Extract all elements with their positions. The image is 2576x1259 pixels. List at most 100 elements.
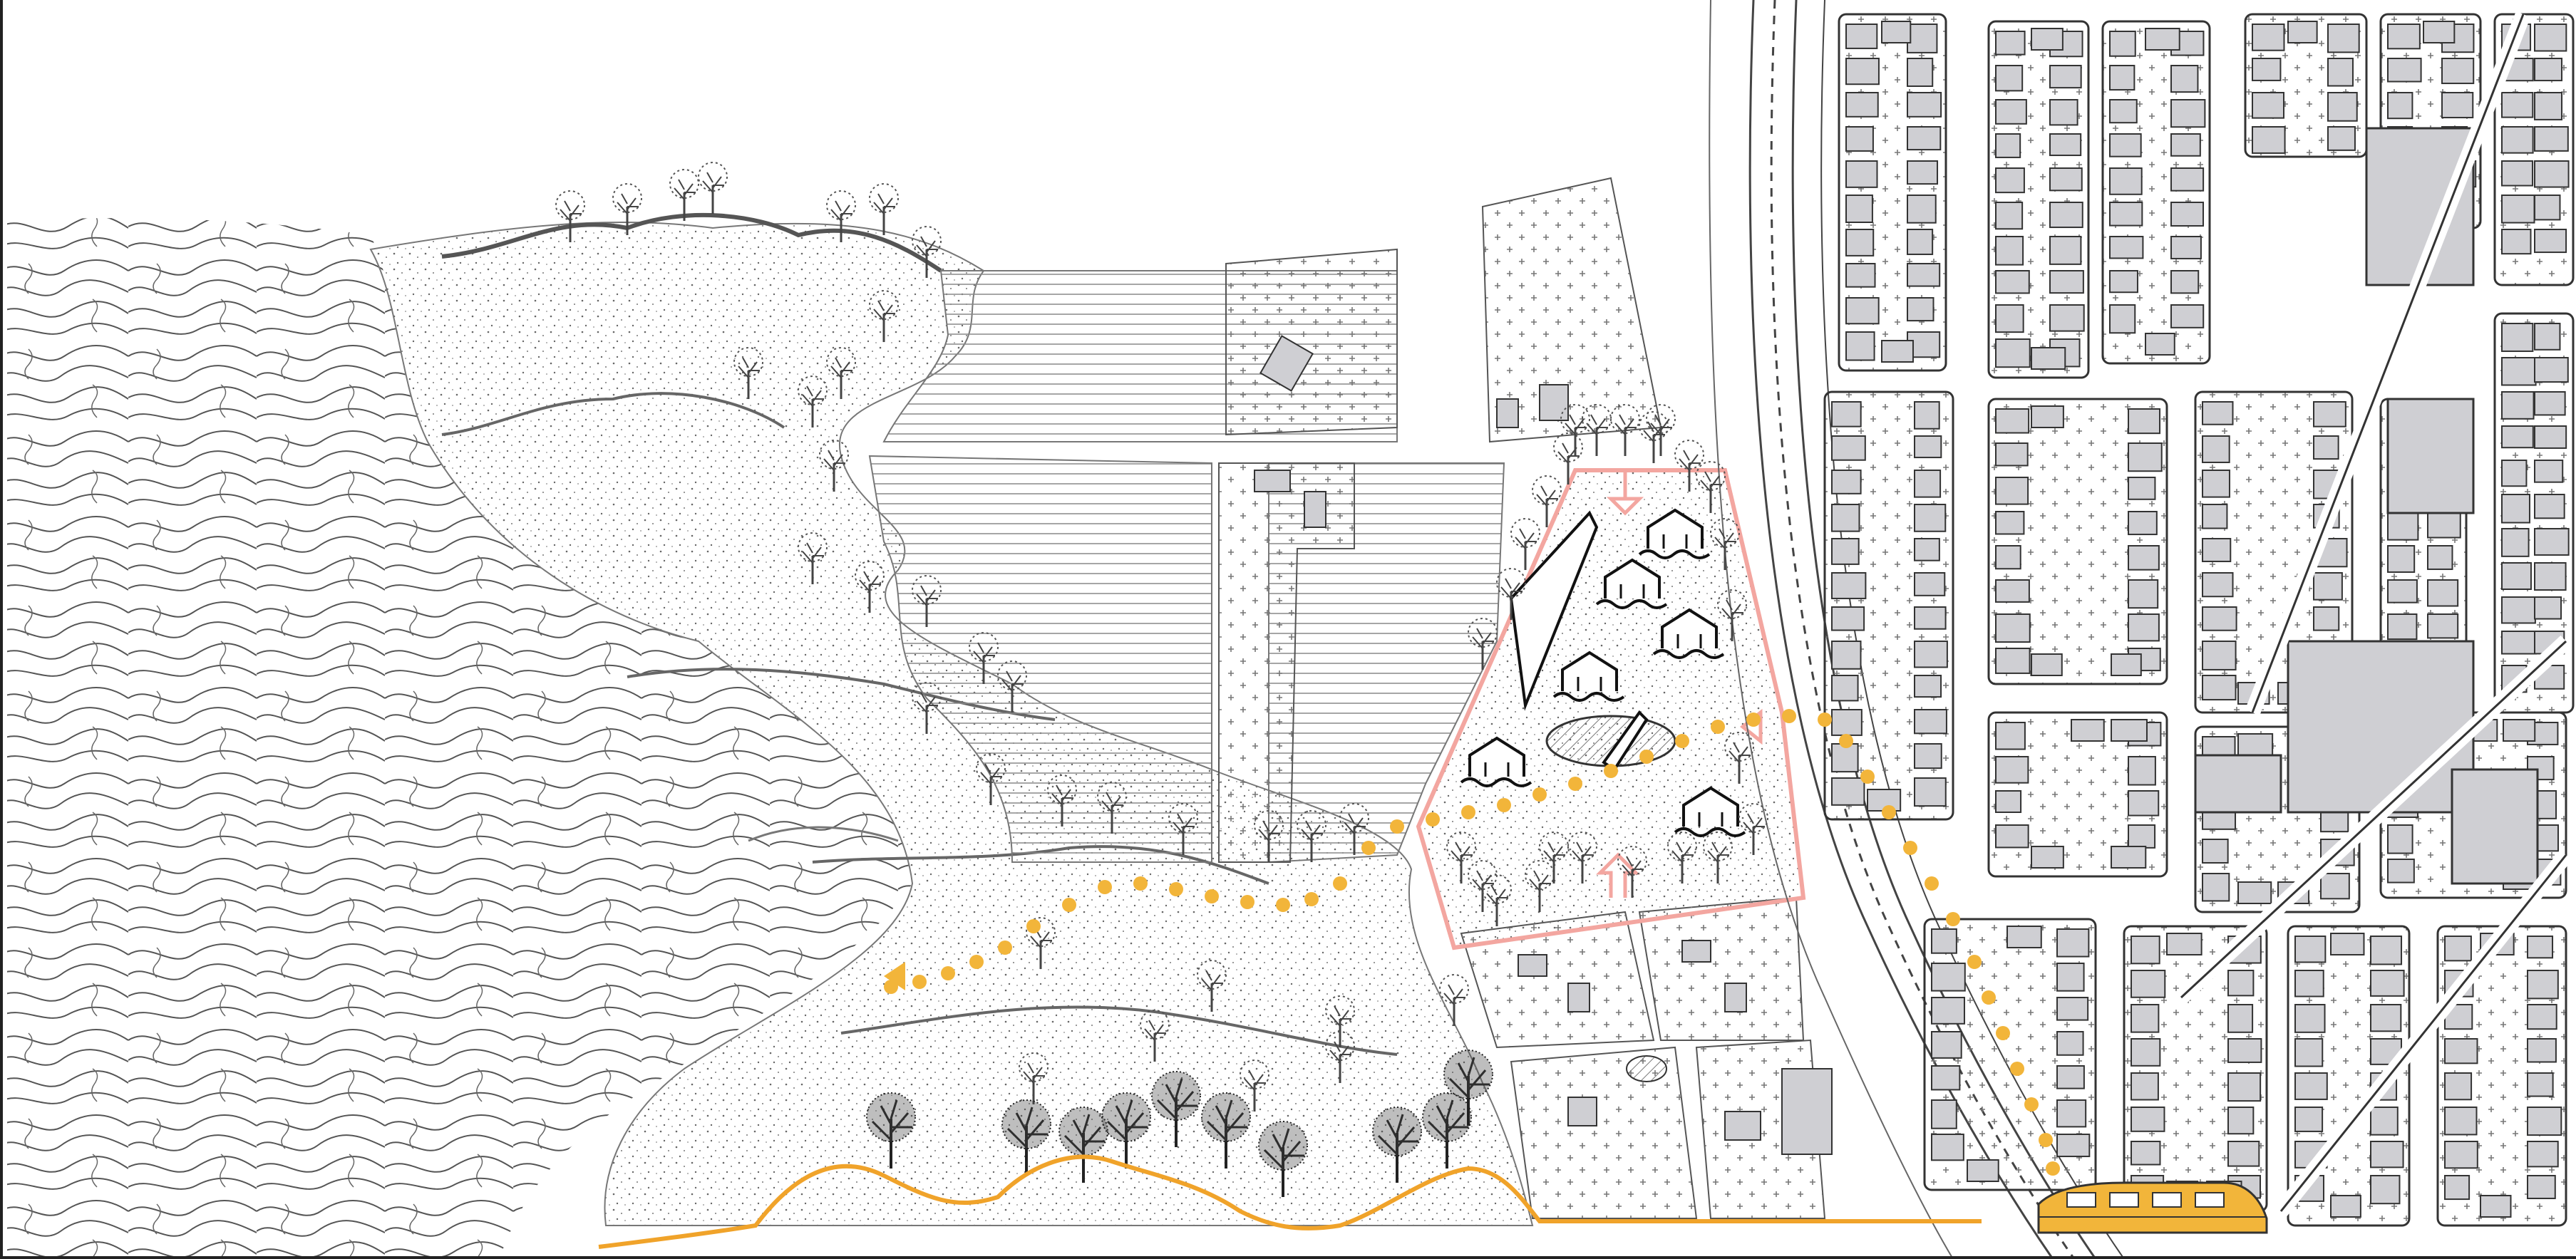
building: [1907, 24, 1938, 53]
route-arrow-icon: [884, 962, 905, 990]
route-dot: [1903, 841, 1917, 855]
building: [2131, 936, 2160, 965]
route-dot: [1461, 805, 1475, 819]
route-dot: [1276, 898, 1290, 912]
building: [2131, 1141, 2161, 1166]
building: [2501, 391, 2535, 420]
building: [2031, 405, 2064, 428]
building: [2480, 1195, 2512, 1218]
route-dot: [1925, 876, 1939, 891]
building: [2527, 1175, 2556, 1199]
building: [2534, 229, 2567, 254]
building: [1907, 229, 1934, 255]
building: [2534, 391, 2566, 416]
route-dot: [1062, 898, 1076, 912]
building: [2109, 133, 2142, 157]
building: [2227, 1107, 2255, 1135]
building: [2501, 229, 2532, 255]
route-dot: [1839, 734, 1853, 748]
building: [2237, 733, 2274, 756]
building: [2131, 1107, 2165, 1132]
building: [2387, 24, 2421, 50]
building: [1931, 997, 1965, 1025]
building: [2202, 538, 2232, 562]
street: [2180, 640, 2567, 999]
building: [1914, 641, 1948, 668]
route-dot: [1333, 876, 1347, 891]
building: [2109, 65, 2135, 91]
building: [2111, 653, 2142, 676]
building: [2501, 494, 2530, 524]
arrow-icon: [1595, 852, 1641, 898]
building: [1995, 579, 2030, 603]
route-dot: [1746, 713, 1761, 727]
city-block: [1987, 398, 2168, 685]
building: [2313, 401, 2346, 428]
building: [2202, 873, 2230, 902]
building: [2527, 936, 2554, 959]
sea-texture: [7, 218, 912, 1259]
route-dot: [1675, 734, 1689, 748]
building: [2170, 236, 2202, 259]
building: [2534, 494, 2565, 519]
building: [2387, 58, 2422, 83]
building: [2170, 270, 2200, 294]
building: [1831, 709, 1863, 736]
building: [1914, 709, 1947, 735]
route-dot: [1818, 713, 1832, 727]
building: [2294, 1004, 2326, 1033]
building: [1995, 338, 2031, 368]
coastline: [598, 1154, 1982, 1249]
route-dot: [1711, 720, 1725, 734]
building: [2427, 511, 2461, 539]
building: [2444, 1175, 2471, 1201]
building: [2031, 28, 2064, 51]
building: [1831, 504, 1860, 532]
building: [2109, 167, 2143, 195]
building: [2370, 1141, 2404, 1169]
building: [2170, 304, 2205, 328]
building: [2049, 270, 2084, 294]
building: [2049, 133, 2082, 157]
route-dot: [998, 941, 1012, 955]
building: [1831, 401, 1862, 428]
building: [2202, 572, 2234, 598]
building: [2320, 873, 2350, 900]
building: [2128, 545, 2160, 571]
building: [2527, 1038, 2557, 1063]
route-dot: [1967, 955, 1982, 969]
building: [2534, 24, 2567, 52]
building: [2527, 1107, 2562, 1136]
building: [2202, 839, 2229, 864]
building: [2252, 58, 2282, 81]
building: [1907, 195, 1937, 224]
building: [1831, 743, 1859, 773]
building: [2534, 92, 2563, 120]
building: [2387, 859, 2415, 884]
building: [2527, 1004, 2557, 1030]
building: [2049, 304, 2085, 332]
building: [2056, 1099, 2087, 1128]
building: [1845, 92, 1879, 118]
building: [2370, 936, 2403, 965]
city-block: [2123, 925, 2268, 1213]
building: [2451, 768, 2539, 885]
building: [2049, 202, 2083, 229]
building: [2111, 846, 2147, 869]
building: [1907, 58, 1934, 87]
route-dot: [912, 975, 927, 989]
building: [2503, 719, 2536, 742]
building: [2131, 970, 2166, 998]
building: [1907, 160, 1939, 185]
route-dot: [1205, 889, 1219, 903]
building: [2166, 933, 2203, 955]
building: [1881, 21, 1912, 43]
building: [2202, 641, 2237, 670]
building: [2387, 579, 2418, 603]
building: [1831, 777, 1865, 806]
building: [1995, 408, 2030, 434]
building: [1995, 442, 2029, 467]
route-dot: [1240, 895, 1254, 909]
building: [2227, 970, 2255, 997]
site-boundary: [1416, 468, 1806, 950]
